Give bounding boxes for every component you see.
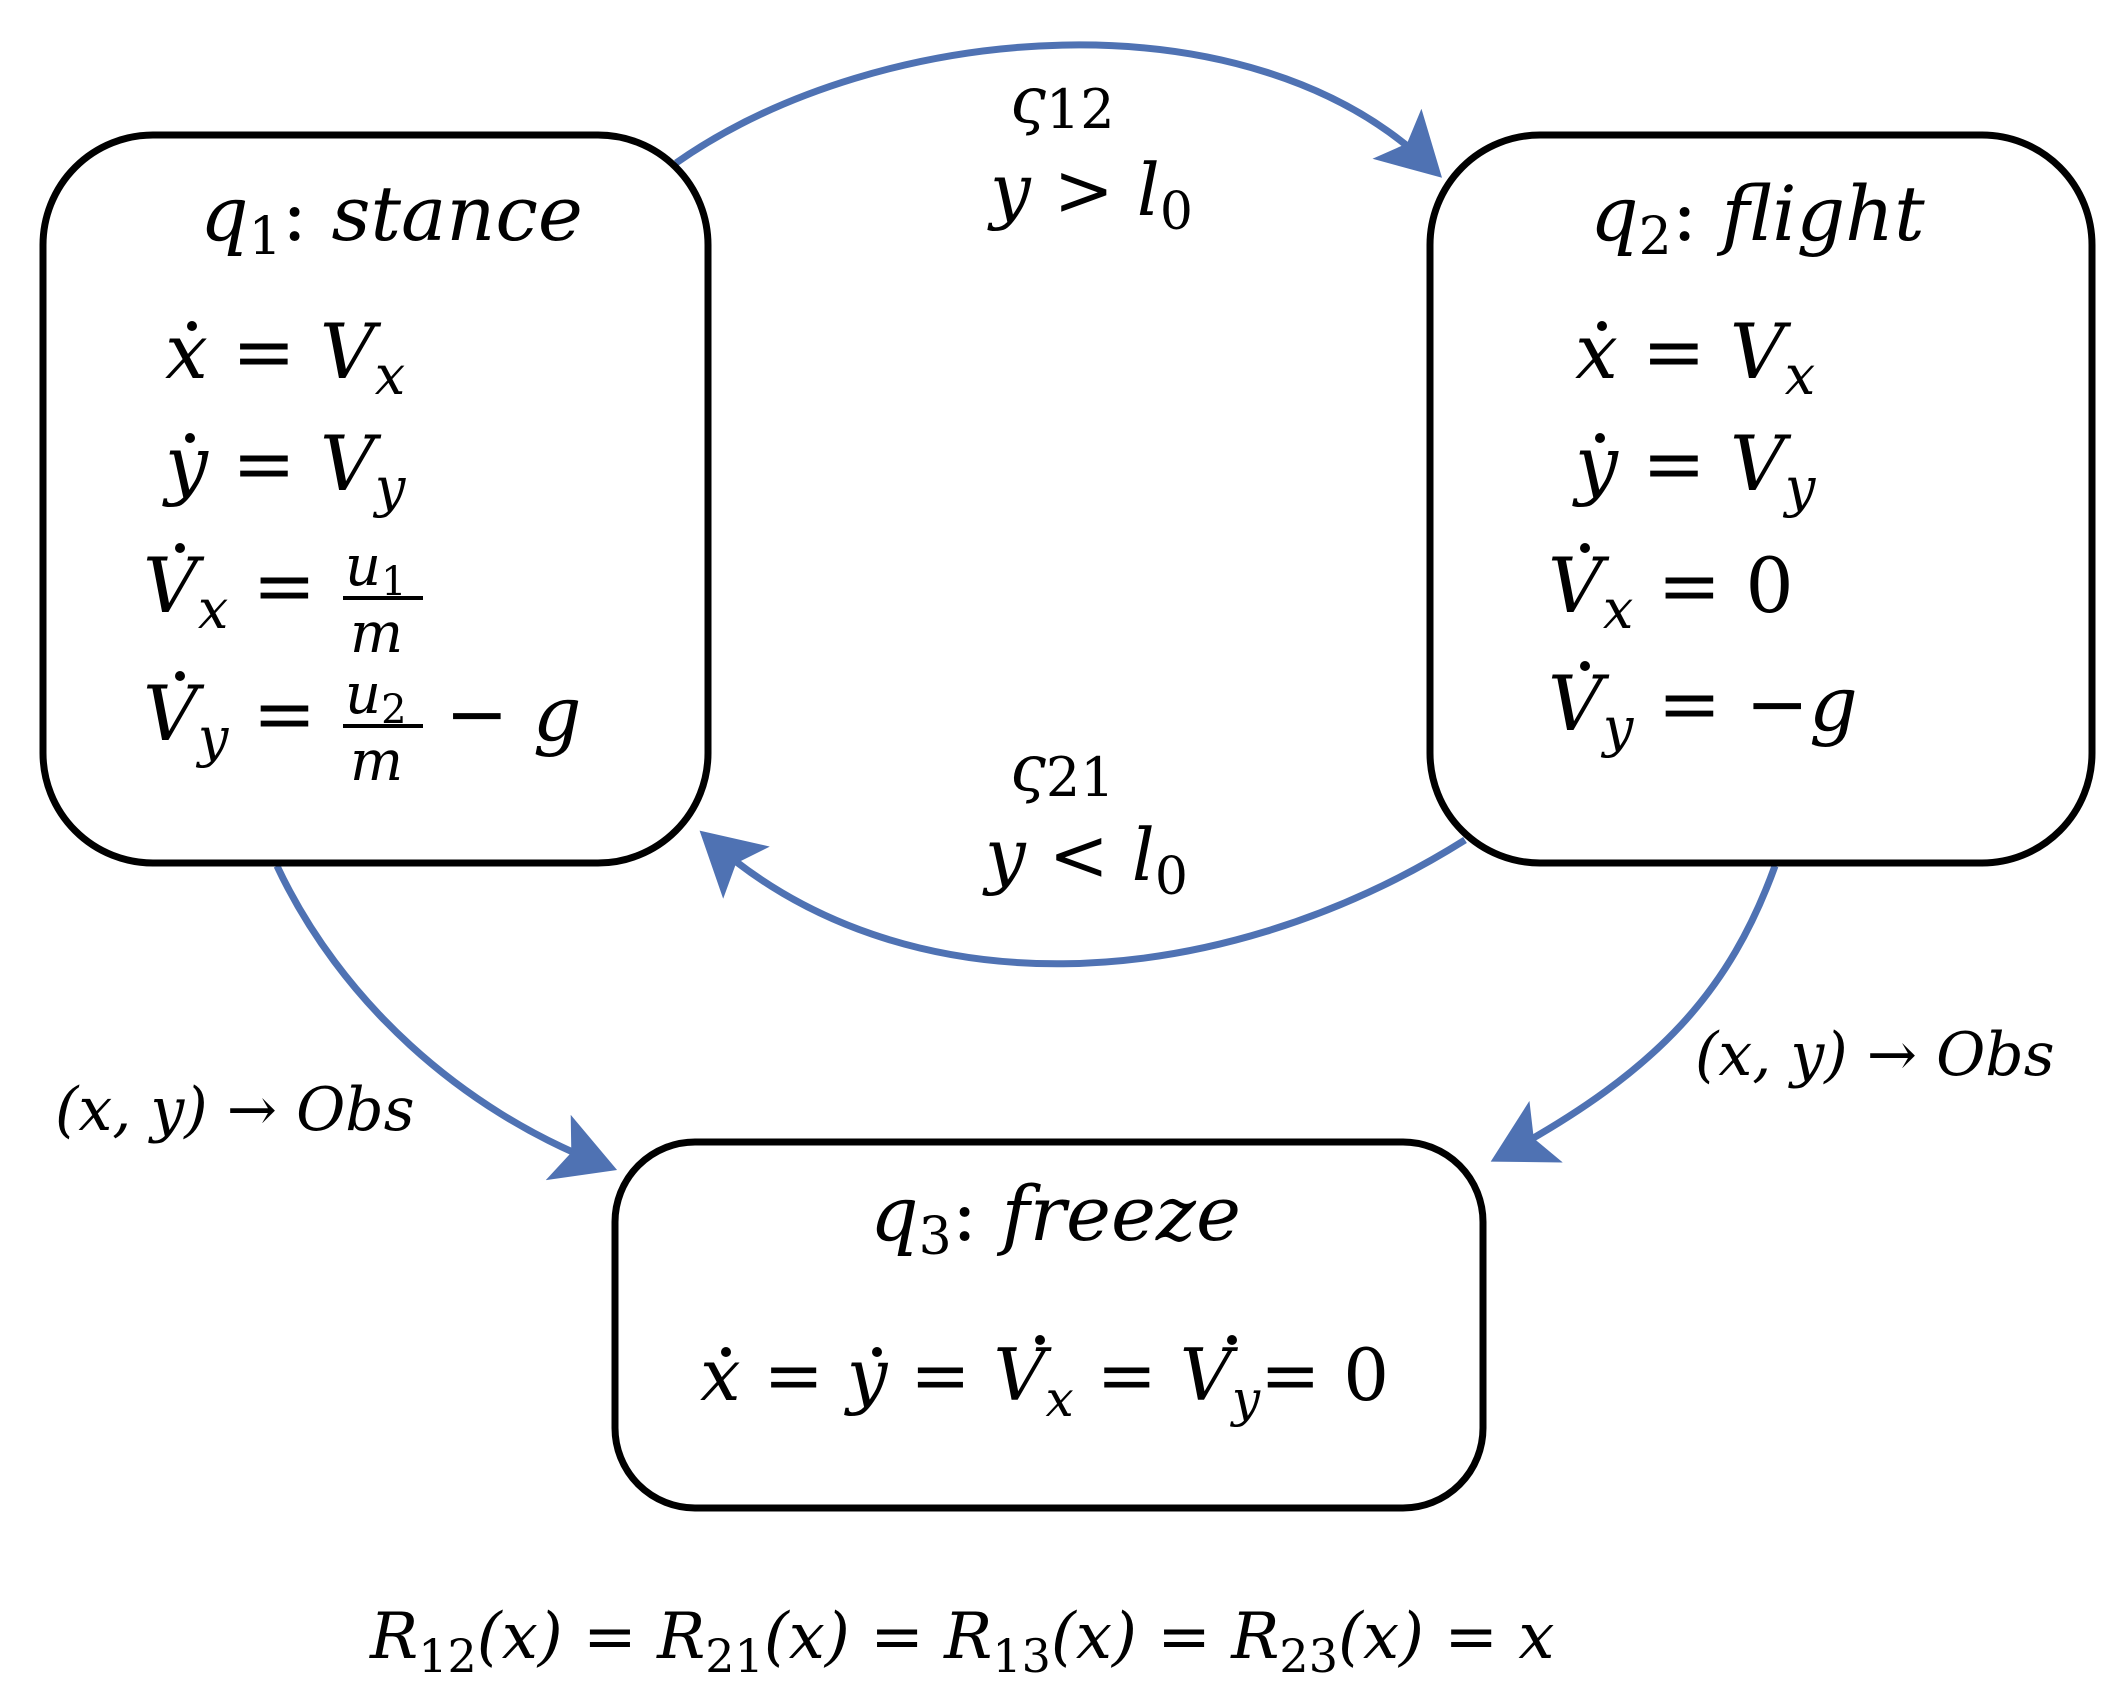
transition-21-guard: y < l0 [982,813,1188,907]
q2-eq-2: y = Vy [1572,419,1817,519]
state-q3-equation: x = y = Vx = Vy= 0 [700,1333,1389,1428]
q2-dot-2 [1595,433,1605,443]
q2-eq-3: Vx = 0 [1548,541,1794,641]
q3-dot-x [721,1347,731,1357]
q2-dot-4 [1580,661,1590,671]
state-q3-index: 3 [919,1207,952,1267]
state-q2-label: flight [1717,169,1926,258]
q2-dot-1 [1597,321,1607,331]
q1-eq-4-frac-den: m [350,729,403,794]
transition-12-event: ς12 [1010,64,1115,141]
transition-21-event: ς21 [1010,732,1115,809]
q1-eq-1: x = Vx [165,307,405,407]
edge-q1-to-q3 [273,864,618,1181]
q1-dot-3 [175,543,185,553]
transition-23-label: (x, y) → Obs [1695,1020,2055,1090]
transition-13-label: (x, y) → Obs [55,1075,415,1145]
state-q3-title: q3: freeze [870,1169,1241,1267]
edge-q2-to-q1 [699,830,1467,968]
state-q2-box [1426,131,2096,867]
state-q1-title: q1: stance [200,169,583,267]
state-q1-equations: x = Vx y = Vy Vx = u1 m Vy = u2 m − g [143,307,582,794]
state-q2-symbol: q [1590,169,1639,258]
edge-q1-to-q2 [673,41,1443,178]
q1-eq-4-lhs: Vy = [143,669,316,769]
state-q1-box [39,131,712,867]
q1-eq-4-extra: − g [445,669,582,758]
reset-equation: R12(x) = R21(x) = R13(x) = R23(x) = x [369,1600,1554,1683]
q1-eq-3-lhs: Vx = [143,541,316,641]
transition-12-guard: y > l0 [987,148,1193,242]
state-q3-box [611,1138,1487,1512]
q3-dot-vx [1035,1335,1045,1345]
state-q1-index: 1 [249,207,282,267]
state-q2-index: 2 [1639,207,1672,267]
state-q3-label: freeze [997,1169,1241,1258]
q2-dot-3 [1580,543,1590,553]
state-q3-symbol: q [870,1169,919,1258]
q1-eq-2: y = Vy [162,419,407,519]
q1-eq-3-frac-den: m [350,601,403,666]
state-q2-equations: x = Vx y = Vy Vx = 0 Vy = −g [1548,307,1858,759]
q3-dot-vy [1227,1335,1237,1345]
state-q1-symbol: q [200,169,249,258]
state-q1-label: stance [332,169,583,258]
q1-dot-4 [175,671,185,681]
q2-eq-4: Vy = −g [1548,659,1858,759]
q2-eq-1: x = Vx [1575,307,1815,407]
edge-q2-to-q3 [1490,864,1779,1163]
q1-dot-2 [185,433,195,443]
state-q2-title: q2: flight [1590,169,1925,267]
q1-eq-3-frac-num: u1 [345,534,407,605]
q1-dot-1 [187,321,197,331]
q3-dot-y [872,1347,882,1357]
